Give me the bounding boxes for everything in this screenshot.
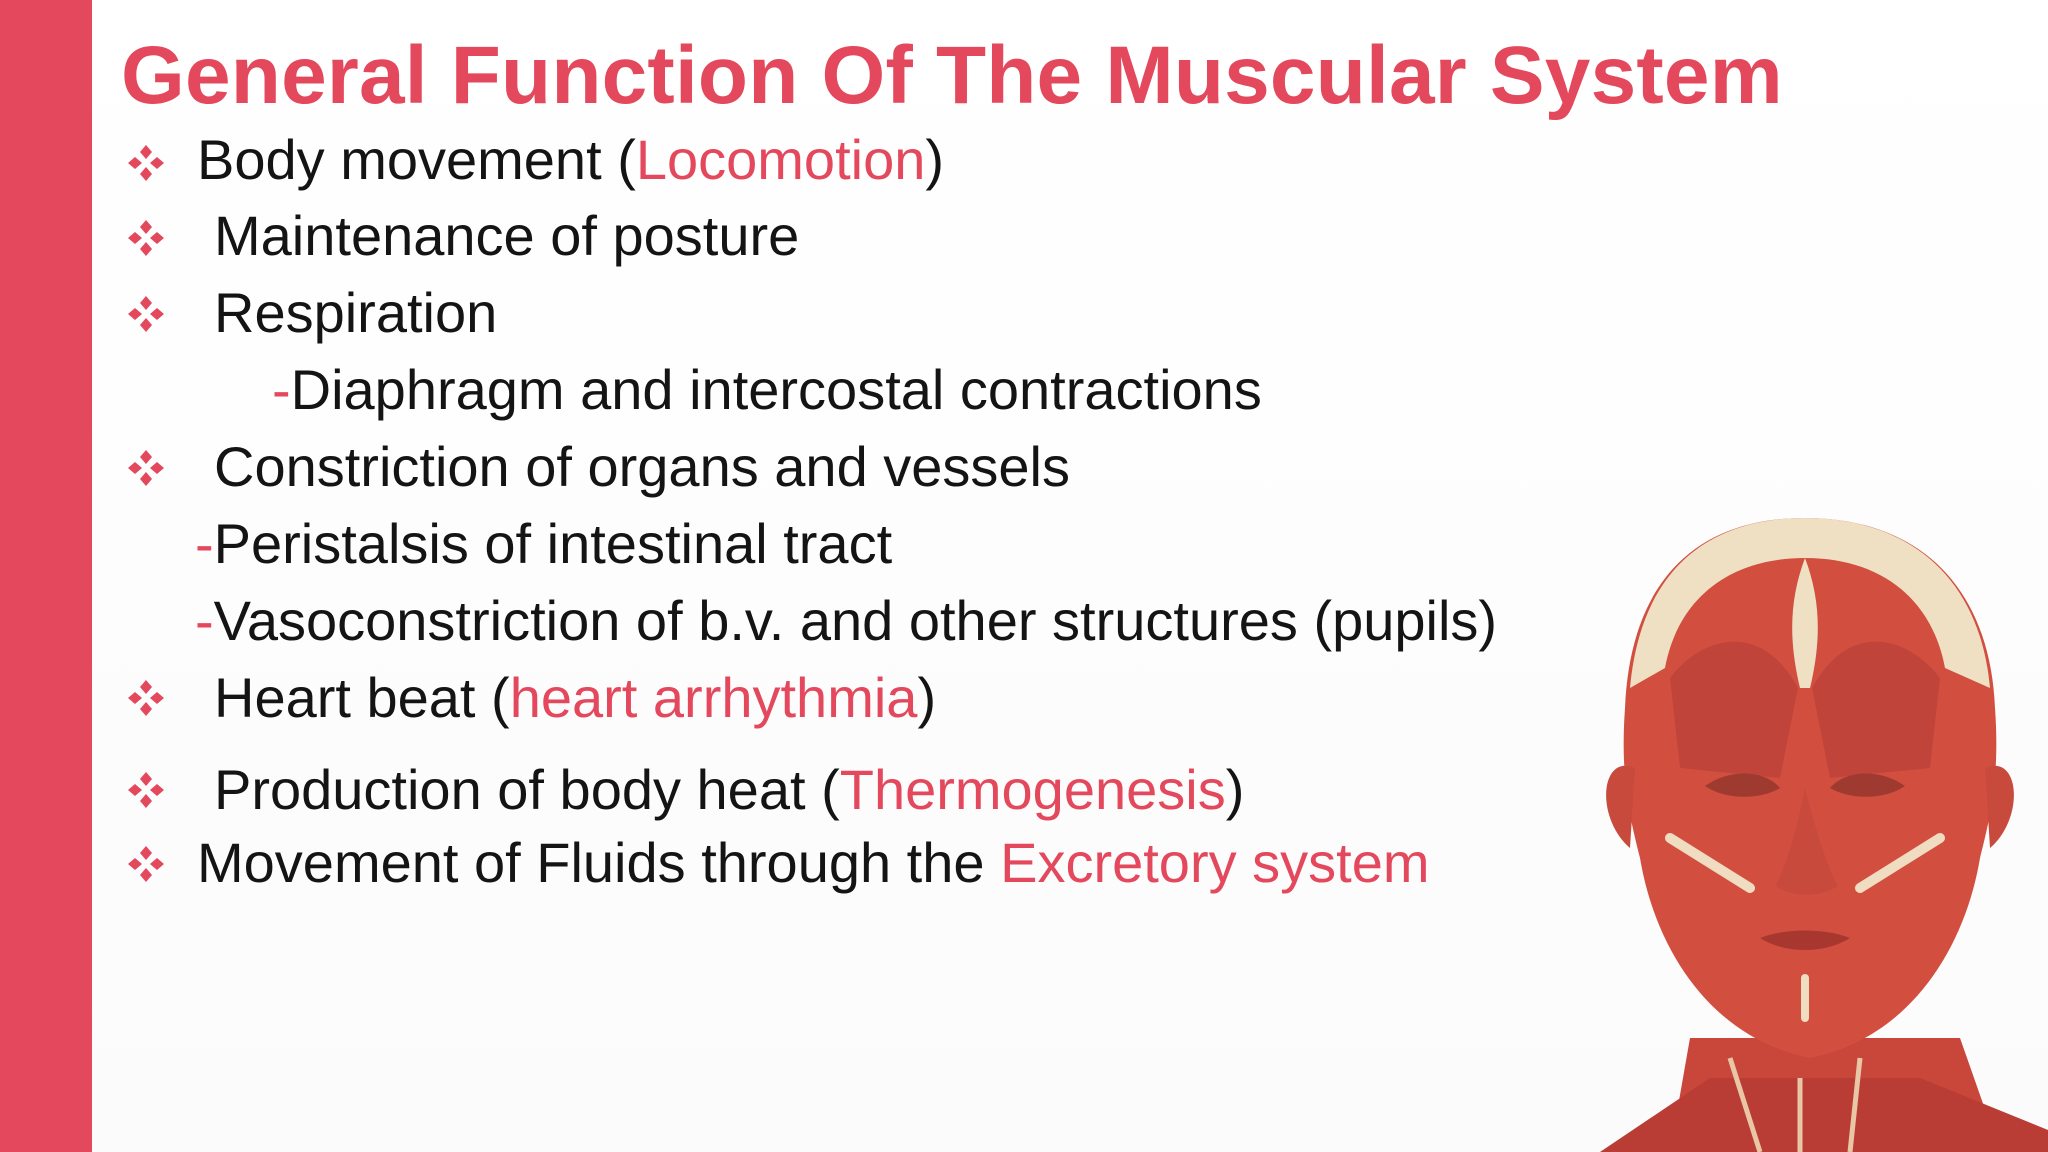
sub-item-peristalsis: -Peristalsis of intestinal tract xyxy=(195,512,892,576)
item-text-end: ) xyxy=(1225,758,1245,821)
item-text-end: ) xyxy=(917,666,937,729)
item-highlight: Locomotion xyxy=(635,128,926,191)
sub-item-diaphragm: -Diaphragm and intercostal contractions xyxy=(272,358,1262,422)
sub-item-dash: - xyxy=(195,512,214,575)
bullet-item-respiration: Respiration xyxy=(214,281,497,345)
bullet-item-posture: Maintenance of posture xyxy=(214,204,799,268)
item-text: Respiration xyxy=(214,281,498,344)
sub-item-dash: - xyxy=(195,589,214,652)
item-text: Movement of Fluids through the xyxy=(197,831,1001,894)
four-diamond-bullet-icon xyxy=(124,292,168,336)
item-text: Diaphragm and intercostal contractions xyxy=(290,358,1262,421)
item-text: Vasoconstriction of b.v. and other struc… xyxy=(213,589,1498,652)
item-text: Peristalsis of intestinal tract xyxy=(213,512,893,575)
four-diamond-bullet-icon xyxy=(124,768,168,812)
muscle-anatomy-head-illustration xyxy=(1560,518,2048,1152)
bullet-item-heart-beat: Heart beat (heart arrhythmia) xyxy=(214,666,936,730)
item-highlight: Excretory system xyxy=(1000,831,1430,894)
four-diamond-bullet-icon xyxy=(124,446,168,490)
bullet-item-body-heat: Production of body heat (Thermogenesis) xyxy=(214,758,1244,822)
four-diamond-bullet-icon xyxy=(124,216,168,260)
sub-item-dash: - xyxy=(272,358,291,421)
item-text: Production of body heat ( xyxy=(214,758,840,821)
item-highlight: Thermogenesis xyxy=(839,758,1226,821)
four-diamond-bullet-icon xyxy=(124,676,168,720)
item-highlight: heart arrhythmia xyxy=(509,666,918,729)
item-text: Heart beat ( xyxy=(214,666,510,729)
accent-side-bar xyxy=(0,0,92,1152)
slide-title: General Function Of The Muscular System xyxy=(121,30,1783,121)
bullet-item-fluids: Movement of Fluids through the Excretory… xyxy=(197,831,1430,895)
item-text: Constriction of organs and vessels xyxy=(214,435,1070,498)
bullet-item-constriction: Constriction of organs and vessels xyxy=(214,435,1070,499)
sub-item-vasoconstriction: -Vasoconstriction of b.v. and other stru… xyxy=(195,589,1497,653)
item-text-end: ) xyxy=(925,128,945,191)
item-text: Maintenance of posture xyxy=(214,204,800,267)
four-diamond-bullet-icon xyxy=(124,141,168,185)
bullet-item-body-movement: Body movement (Locomotion) xyxy=(197,128,944,192)
four-diamond-bullet-icon xyxy=(124,842,168,886)
item-text: Body movement ( xyxy=(197,128,636,191)
